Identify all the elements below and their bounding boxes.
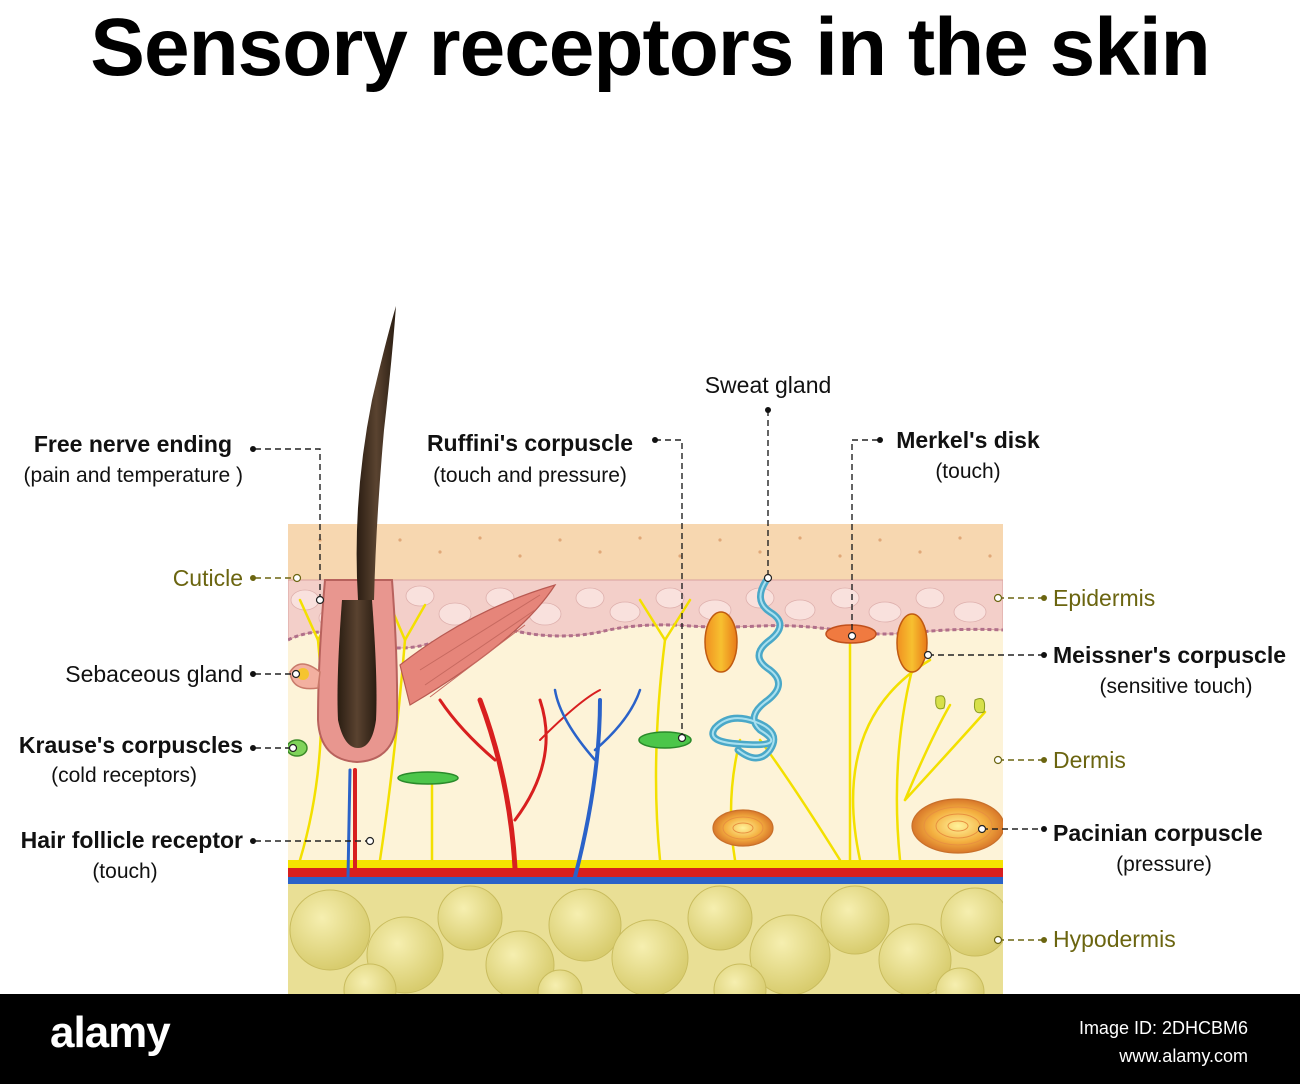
sebaceous-gland-core [297, 668, 309, 680]
label-merkel-disk-sub: (touch) [935, 460, 1000, 483]
ruffini-corpuscle-secondary [397, 771, 459, 785]
page-title: Sensory receptors in the skin [90, 2, 1210, 93]
meissner-corpuscle-1 [704, 611, 738, 673]
epidermis-top-layer [288, 524, 1003, 580]
label-krause-corpuscles-sub: (cold receptors) [51, 764, 197, 787]
label-meissner-corpuscle: Meissner's corpuscle [1053, 642, 1286, 668]
ruffini-leader [655, 439, 683, 738]
label-free-nerve-ending-sub: (pain and temperature ) [24, 464, 243, 487]
label-ruffini-corpuscle-sub: (touch and pressure) [433, 464, 627, 487]
leader-lines [255, 410, 1042, 941]
skin-block [288, 524, 1003, 994]
label-sebaceous-gland: Sebaceous gland [65, 661, 243, 687]
skin-diagram: Free nerve ending (pain and temperature … [19, 306, 1286, 994]
hair-shaft [356, 306, 396, 600]
footer-site-text: www.alamy.com [1119, 1046, 1248, 1066]
label-merkel-disk: Merkel's disk [896, 427, 1040, 453]
label-ruffini-corpuscle: Ruffini's corpuscle [427, 430, 633, 456]
fat-cells [289, 885, 1003, 994]
label-hair-follicle-receptor: Hair follicle receptor [21, 827, 243, 853]
artery-branches [353, 689, 601, 871]
label-hair-follicle-receptor-sub: (touch) [92, 860, 157, 883]
footer-logo: alamy [50, 1008, 171, 1057]
merkel-leader [851, 439, 878, 634]
vein-branches [346, 688, 642, 879]
arrector-pili-muscle [399, 583, 557, 706]
footer-image-id: Image ID: 2DHCBM6 www.alamy.com [1079, 1014, 1248, 1070]
label-sweat-gland: Sweat gland [705, 372, 832, 398]
epidermis-dots [318, 536, 992, 558]
label-meissner-corpuscle-sub: (sensitive touch) [1100, 675, 1253, 698]
label-krause-corpuscles: Krause's corpuscles [19, 732, 243, 758]
footer-image-id-text: Image ID: 2DHCBM6 [1078, 1018, 1248, 1038]
hair-root [337, 600, 377, 748]
nerve-trunk [288, 860, 1003, 868]
meissner-corpuscle-2 [896, 613, 928, 673]
label-epidermis: Epidermis [1053, 585, 1155, 611]
muscle-striations [419, 594, 541, 698]
artery-trunk [288, 868, 1003, 877]
label-dermis: Dermis [1053, 747, 1126, 773]
bulb-endings [935, 695, 986, 714]
ruffini-corpuscle-shape [638, 731, 692, 749]
label-pacinian-corpuscle: Pacinian corpuscle [1053, 820, 1263, 846]
label-pacinian-corpuscle-sub: (pressure) [1116, 853, 1212, 876]
stock-footer: alamy Image ID: 2DHCBM6 www.alamy.com [0, 994, 1300, 1084]
pacinian-corpuscle-2 [911, 798, 1003, 854]
pacinian-corpuscle-1 [712, 809, 774, 847]
label-free-nerve-ending: Free nerve ending [34, 431, 232, 457]
sweat-gland-highlight [711, 577, 781, 759]
label-hypodermis: Hypodermis [1053, 926, 1176, 952]
free-nerve-leader [255, 448, 321, 598]
epidermis-cell-bubbles [290, 585, 987, 629]
label-cuticle: Cuticle [173, 565, 243, 591]
vein-trunk [288, 877, 1003, 884]
leader-dots [250, 407, 1047, 945]
